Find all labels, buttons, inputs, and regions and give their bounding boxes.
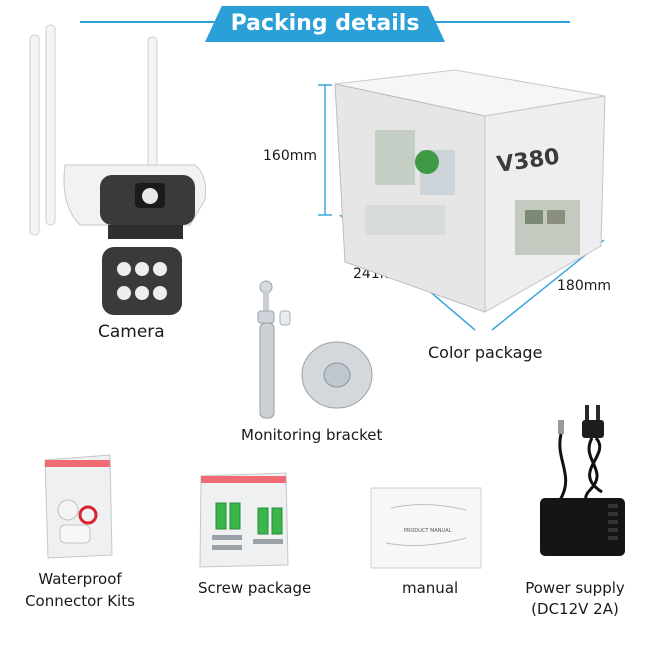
header-line-right	[430, 21, 570, 23]
bracket-label: Monitoring bracket	[241, 426, 383, 444]
camera-label: Camera	[98, 322, 165, 342]
bracket-image	[257, 280, 373, 419]
color-package-label: Color package	[428, 343, 543, 362]
power-supply-label-line2: (DC12V 2A)	[531, 600, 619, 618]
page-title: Packing details	[230, 11, 420, 36]
power-supply-label-line1: Power supply	[525, 579, 625, 597]
power-supply-image	[540, 405, 625, 556]
color-package-box: V380	[334, 69, 606, 313]
manual-image: PRODUCT MANUAL	[370, 487, 482, 569]
screw-package-image	[199, 472, 289, 568]
camera-image	[29, 24, 206, 315]
manual-cover-text: PRODUCT MANUAL	[404, 528, 452, 534]
box-width-label: 180mm	[557, 278, 611, 294]
screw-package-label: Screw package	[198, 579, 312, 597]
connector-kits-label-line1: Waterproof	[38, 570, 122, 588]
box-height-label: 160mm	[263, 148, 317, 164]
header-line-left	[80, 21, 220, 23]
connector-kits-image	[44, 454, 113, 559]
header-banner	[205, 6, 445, 42]
connector-kits-label-line2: Connector Kits	[25, 592, 135, 610]
manual-label: manual	[402, 579, 459, 597]
